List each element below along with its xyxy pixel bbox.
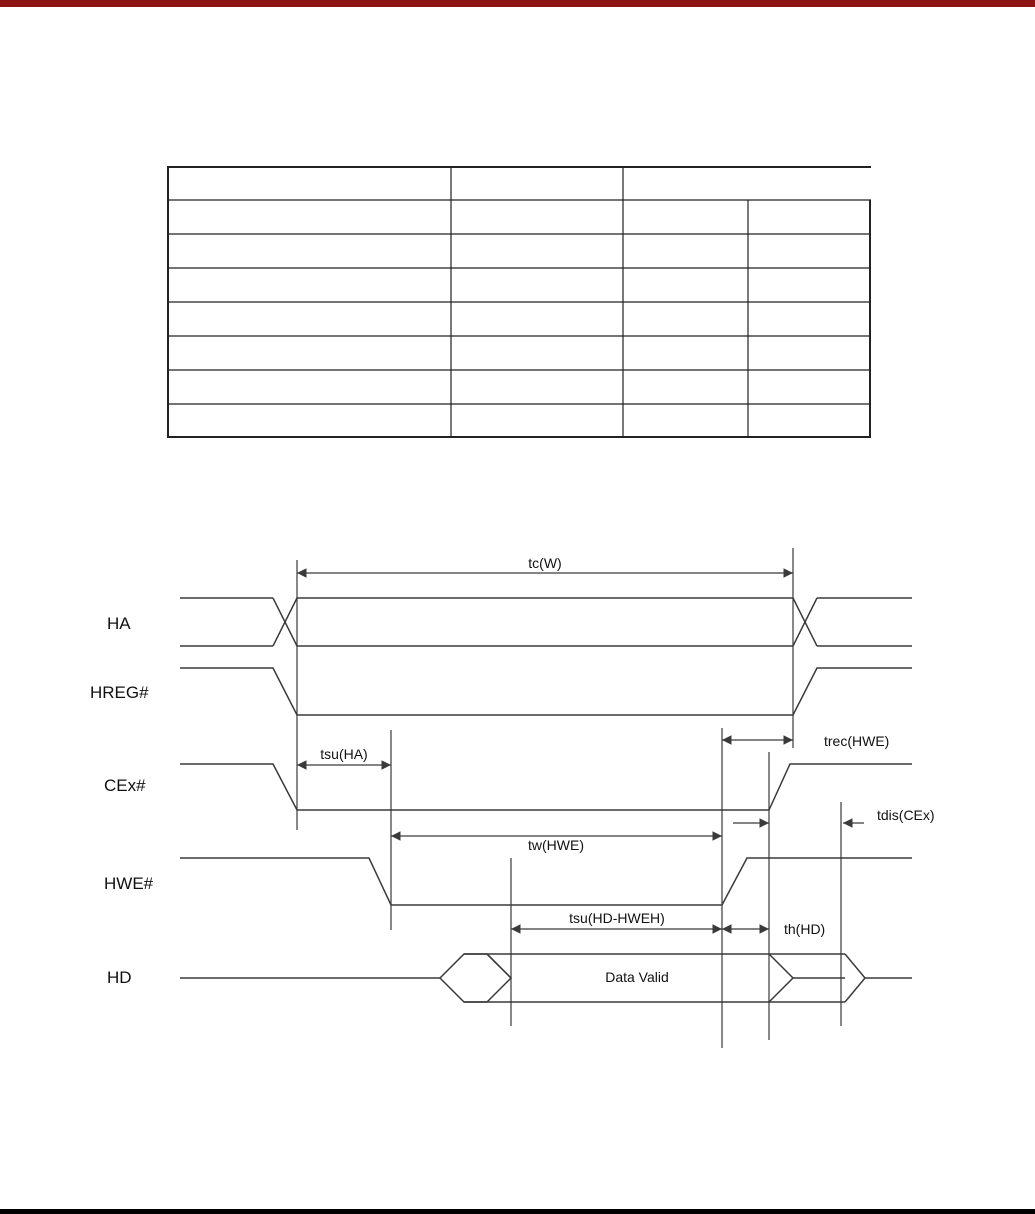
tsu-hd-hweh-label: tsu(HD-HWEH) [569, 910, 665, 926]
data-valid-label: Data Valid [605, 969, 669, 985]
trec-hwe-label: trec(HWE) [824, 733, 889, 749]
signal-label-hd: HD [107, 968, 132, 987]
signal-label-hwe: HWE# [104, 874, 154, 893]
signal-label-cex: CEx# [104, 776, 146, 795]
tsu-ha-label: tsu(HA) [320, 746, 367, 762]
signal-label-ha: HA [107, 614, 131, 633]
top-rule [0, 0, 1035, 7]
hwe-waveform [180, 857, 912, 906]
signal-label-hreg: HREG# [90, 683, 149, 702]
timing-table [167, 166, 871, 438]
timing-diagram: HA HREG# CEx# HWE# HD tc(W) tsu(HA) trec… [90, 548, 935, 1048]
th-hd-label: th(HD) [784, 921, 825, 937]
bottom-rule [0, 1209, 1035, 1214]
tc-w-label: tc(W) [528, 555, 561, 571]
hd-waveform [180, 953, 912, 1003]
tdis-cex-label: tdis(CEx) [877, 807, 935, 823]
reference-lines [296, 548, 842, 1048]
ha-waveform [180, 597, 912, 647]
cex-waveform [180, 763, 912, 811]
tw-hwe-label: tw(HWE) [528, 837, 584, 853]
hreg-waveform [180, 667, 912, 716]
